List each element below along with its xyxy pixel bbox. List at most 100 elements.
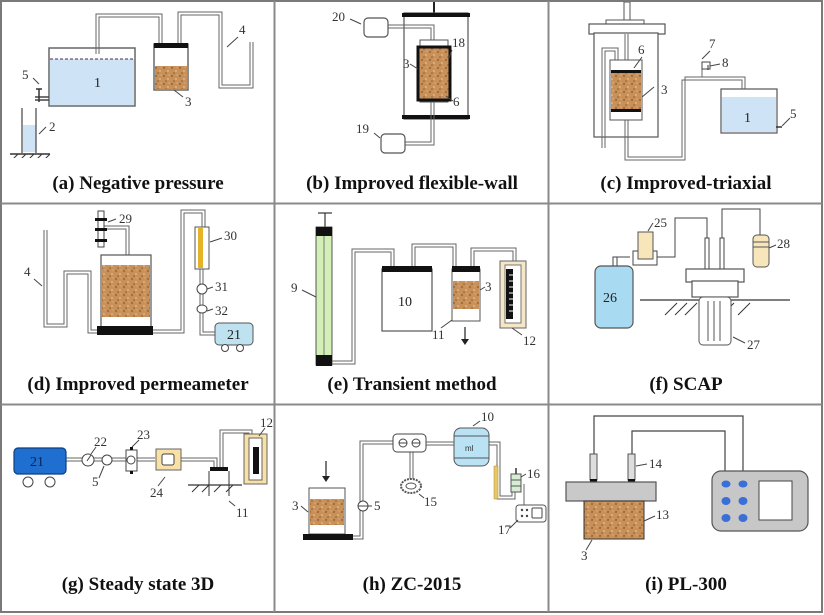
valve-5 bbox=[101, 454, 113, 466]
label-21: 21 bbox=[227, 328, 241, 343]
scale-ruler bbox=[493, 465, 499, 500]
label-valve-5: 5 bbox=[22, 67, 29, 82]
probe-27 bbox=[698, 296, 732, 346]
label-cylinder: 2 bbox=[49, 119, 56, 134]
label-tank: 1 bbox=[744, 111, 751, 126]
panel-e-transient-method: 10 9 3 11 12 (e) Transient method bbox=[276, 205, 548, 404]
label-28: 28 bbox=[777, 236, 790, 251]
label-5: 5 bbox=[92, 474, 99, 489]
panel-d-improved-permeameter: 29 4 30 31 32 21 (d) Improved permeamete… bbox=[2, 205, 274, 404]
caption-d: (d) Improved permeameter bbox=[27, 374, 249, 395]
valve-32 bbox=[196, 304, 208, 314]
pipes bbox=[95, 11, 254, 89]
caption-a: (a) Negative pressure bbox=[52, 173, 224, 194]
label-20: 20 bbox=[332, 9, 345, 24]
label-9: 9 bbox=[291, 280, 298, 295]
label-ml: ml bbox=[465, 444, 474, 453]
label-14: 14 bbox=[649, 456, 663, 471]
label-7: 7 bbox=[709, 36, 716, 51]
reservoir-10 bbox=[453, 427, 490, 467]
label-5: 5 bbox=[790, 106, 797, 121]
label-5: 5 bbox=[374, 498, 381, 513]
panel-f-scap: 26 25 27 28 (f) SCAP bbox=[550, 205, 822, 404]
sample-chamber-13 bbox=[583, 500, 645, 540]
panel-c-improved-triaxial: 6 3 7 8 1 5 (c) Improved-triaxial bbox=[550, 2, 822, 203]
label-27: 27 bbox=[747, 337, 761, 352]
diagram-flexible-wall: 20 19 18 3 6 bbox=[332, 2, 470, 154]
caption-g: (g) Steady state 3D bbox=[61, 574, 215, 595]
label-tank: 1 bbox=[94, 76, 101, 91]
valve-block bbox=[392, 433, 427, 453]
panel-a-negative-pressure: 1 5 2 bbox=[2, 2, 274, 203]
sample-cell bbox=[153, 43, 189, 98]
regulator-25 bbox=[637, 231, 654, 260]
label-6: 6 bbox=[638, 42, 645, 57]
panel-b-improved-flexible-wall: 20 19 18 3 6 (b) Improved flexible-wall bbox=[276, 2, 548, 203]
panel-g-steady-state-3d: 21 22 5 23 24 bbox=[2, 406, 274, 612]
device-19 bbox=[380, 133, 406, 154]
pump-21 bbox=[214, 322, 254, 346]
label-3: 3 bbox=[581, 548, 588, 563]
diagram-transient: 10 9 3 11 12 bbox=[291, 212, 536, 366]
sensor-16 bbox=[510, 473, 522, 493]
gauge-31 bbox=[196, 283, 208, 295]
probe-left bbox=[589, 453, 598, 481]
label-10: 10 bbox=[481, 409, 494, 424]
label-16: 16 bbox=[527, 466, 541, 481]
label-29: 29 bbox=[119, 211, 132, 226]
label-31: 31 bbox=[215, 279, 228, 294]
label-4: 4 bbox=[24, 264, 31, 279]
pump-21 bbox=[13, 447, 67, 475]
label-30: 30 bbox=[224, 228, 237, 243]
caption-h: (h) ZC-2015 bbox=[362, 574, 462, 595]
gas-tank-26 bbox=[594, 265, 634, 329]
diagram-permeameter: 29 4 30 31 32 21 bbox=[24, 209, 254, 352]
device-screen bbox=[758, 480, 793, 521]
diagram-negative-pressure: 1 5 2 bbox=[10, 11, 254, 158]
label-sample: 3 bbox=[403, 56, 410, 71]
label-22: 22 bbox=[94, 434, 107, 449]
label-18: 18 bbox=[452, 35, 465, 50]
label-12: 12 bbox=[523, 333, 536, 348]
diagram-pl300: 14 13 3 bbox=[565, 415, 809, 563]
label-6: 6 bbox=[453, 94, 460, 109]
label-21: 21 bbox=[30, 455, 44, 470]
valve-5 bbox=[32, 77, 49, 102]
diagram-triaxial: 6 3 7 8 1 5 bbox=[588, 2, 797, 161]
label-24: 24 bbox=[150, 485, 164, 500]
label-11: 11 bbox=[236, 505, 249, 520]
label-3: 3 bbox=[661, 82, 668, 97]
diagram-scap: 26 25 27 28 bbox=[594, 208, 790, 352]
device-20 bbox=[363, 17, 389, 38]
caption-b: (b) Improved flexible-wall bbox=[306, 173, 518, 194]
panel-h-zc-2015: ml 3 5 15 10 16 17 (h) ZC-2015 bbox=[276, 406, 548, 612]
bottle-28 bbox=[752, 234, 770, 268]
caption-e: (e) Transient method bbox=[327, 374, 497, 395]
graduated-cylinder bbox=[10, 108, 50, 158]
label-25: 25 bbox=[654, 215, 667, 230]
leader-4 bbox=[226, 36, 239, 48]
label-11: 11 bbox=[432, 327, 445, 342]
label-17: 17 bbox=[498, 522, 512, 537]
label-15: 15 bbox=[424, 494, 437, 509]
panel-i-pl-300: 14 13 3 (i) PL-300 bbox=[550, 406, 822, 612]
label-26: 26 bbox=[603, 291, 617, 306]
label-32: 32 bbox=[215, 303, 228, 318]
caption-i: (i) PL-300 bbox=[645, 574, 727, 595]
valve-stack-29 bbox=[95, 210, 107, 248]
label-tube: 4 bbox=[239, 22, 246, 37]
label-23: 23 bbox=[137, 427, 150, 442]
caption-c: (c) Improved-triaxial bbox=[600, 173, 772, 194]
water-tank bbox=[48, 47, 136, 107]
chamber-lid bbox=[565, 481, 657, 502]
label-10: 10 bbox=[398, 295, 412, 310]
caption-f: (f) SCAP bbox=[649, 374, 723, 395]
label-3: 3 bbox=[485, 279, 492, 294]
sample-3 bbox=[416, 45, 452, 102]
label-8: 8 bbox=[722, 55, 729, 70]
label-13: 13 bbox=[656, 507, 669, 522]
diagram-steady-state: 21 22 5 23 24 bbox=[13, 415, 273, 520]
label-sample: 3 bbox=[185, 94, 192, 109]
